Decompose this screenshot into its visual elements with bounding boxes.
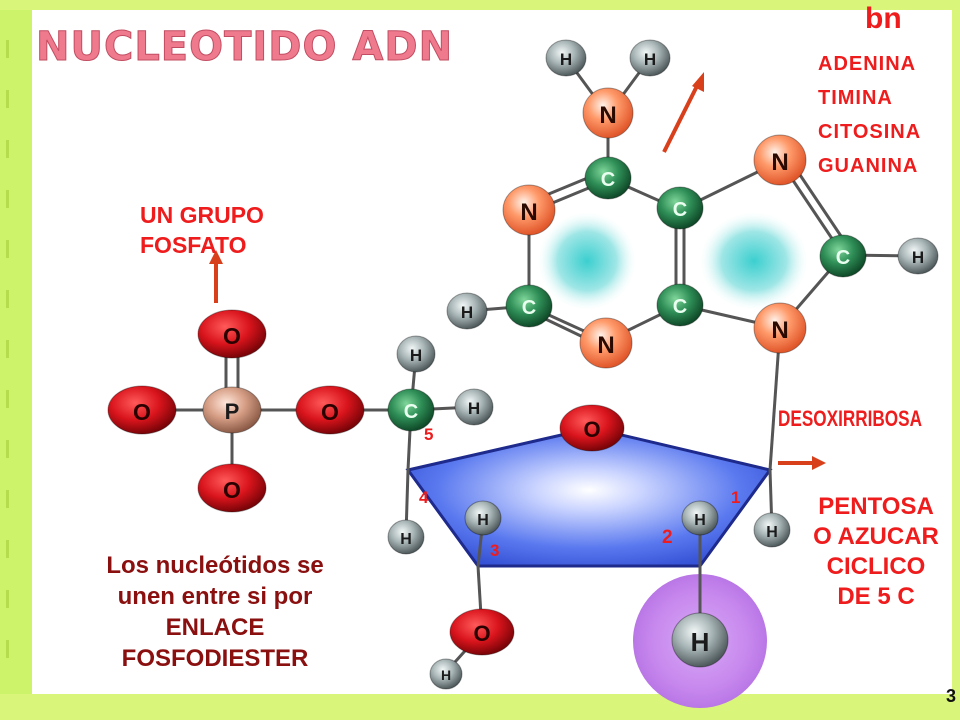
bond-note: Los nucleótidos se unen entre si por ENL… — [106, 552, 324, 672]
base-c-3-atom: C — [819, 234, 867, 278]
base-n-4-atom: N — [753, 302, 807, 354]
sugar-h-4-symbol: H — [400, 531, 412, 548]
sugar-h-5b-symbol: H — [468, 399, 480, 418]
phosphate-o-left-symbol: O — [133, 399, 151, 425]
sugar-h-hydroxyl-symbol: H — [441, 667, 451, 683]
phosphate-p-atom: P — [202, 386, 262, 434]
sugar-c-5-atom: C — [387, 388, 435, 432]
base-n-1-symbol: N — [520, 199, 537, 226]
sugar-o-ring-atom: O — [559, 404, 625, 452]
base-adenina: ADENINA — [818, 53, 917, 75]
atoms: H H N C N C N C H C H C N N O H H H H H O H C H H O P O O O — [107, 39, 939, 690]
base-c-2-atom: C — [656, 186, 704, 230]
sugar-h-5a-atom: H — [396, 335, 436, 373]
base-n-amino-symbol: N — [599, 102, 616, 129]
base-h-4-atom: H — [446, 292, 488, 330]
sugar-h-2-symbol: H — [694, 512, 706, 529]
base-n-1-atom: N — [502, 184, 556, 236]
page-number: 3 — [946, 686, 957, 706]
phosphate-o-bottom-symbol: O — [223, 477, 241, 503]
phosphate-label: UN GRUPO FOSFATO — [140, 202, 264, 258]
frame-top-border — [0, 0, 960, 10]
sugar-h-1-atom: H — [753, 512, 791, 548]
carbon-number-4: 4 — [419, 488, 429, 507]
base-c-1-symbol: C — [601, 169, 615, 191]
sugar-h-hydroxyl-atom: H — [429, 658, 463, 690]
pentose-ring — [405, 426, 773, 568]
phosphate-o-left-atom: O — [107, 385, 177, 435]
phosphate-o-bridge-atom: O — [295, 385, 365, 435]
base-c-3-symbol: C — [836, 247, 850, 269]
arrows — [209, 72, 826, 470]
frame-right-border — [952, 0, 960, 720]
bases-heading: bn — [865, 2, 902, 35]
sugar-h-2-bottom-symbol: H — [691, 627, 710, 657]
sugar-h-1-symbol: H — [766, 524, 778, 541]
base-c-2-symbol: C — [673, 199, 687, 221]
base-ring-glow-right — [700, 212, 808, 310]
sugar-h-4-atom: H — [387, 519, 425, 555]
phosphate-o-bridge-symbol: O — [321, 399, 339, 425]
sugar-h-3-symbol: H — [477, 512, 489, 529]
carbon-number-1: 1 — [731, 488, 741, 507]
base-h-2-symbol: H — [644, 50, 656, 69]
sugar-description: PENTOSA O AZUCAR CICLICO DE 5 C — [813, 493, 939, 610]
base-h-1-symbol: H — [560, 50, 572, 69]
phosphate-o-bottom-atom: O — [197, 463, 267, 513]
base-c-5-symbol: C — [673, 296, 687, 318]
phosphate-o-top-atom: O — [197, 309, 267, 359]
base-h-2-atom: H — [629, 39, 671, 77]
base-n-2-atom: N — [753, 134, 807, 186]
base-c-4-symbol: C — [522, 297, 536, 319]
base-timina: TIMINA — [818, 87, 893, 109]
sugar-c-5-symbol: C — [404, 401, 418, 423]
base-h-1-atom: H — [545, 39, 587, 77]
base-guanina: GUANINA — [818, 155, 919, 177]
carbon-number-3: 3 — [490, 541, 500, 560]
base-n-amino-atom: N — [582, 87, 634, 139]
sugar-o-hydroxyl-atom: O — [449, 608, 515, 656]
base-h-3-symbol: H — [912, 248, 924, 267]
sugar-o-ring-symbol: O — [583, 417, 600, 442]
base-citosina: CITOSINA — [818, 121, 922, 143]
frame-bottom-border — [0, 694, 960, 720]
sugar-o-hydroxyl-symbol: O — [473, 621, 490, 646]
base-n-4-symbol: N — [771, 317, 788, 344]
phosphate-o-top-symbol: O — [223, 323, 241, 349]
sugar-h-2-bottom-atom: H — [671, 612, 729, 668]
carbon-number-5: 5 — [424, 425, 434, 444]
base-n-2-symbol: N — [771, 149, 788, 176]
sugar-h-3-atom: H — [464, 500, 502, 536]
base-c-1-atom: C — [584, 156, 632, 200]
sugar-h-5a-symbol: H — [410, 346, 422, 365]
phosphate-p-symbol: P — [225, 399, 240, 424]
carbon-number-2: 2 — [662, 527, 673, 548]
base-n-3-atom: N — [579, 317, 633, 369]
base-c-4-atom: C — [505, 284, 553, 328]
frame-left-border — [0, 0, 32, 720]
sugar-h-2-atom: H — [681, 500, 719, 536]
base-h-3-atom: H — [897, 237, 939, 275]
sugar-h-5b-atom: H — [454, 388, 494, 426]
base-h-4-symbol: H — [461, 303, 473, 322]
slide-title: NUCLEOTIDO ADN — [35, 24, 454, 71]
base-ring-glow-left — [538, 212, 636, 310]
base-c-5-atom: C — [656, 283, 704, 327]
sugar-name: DESOXIRRIBOSA — [778, 406, 922, 431]
base-n-3-symbol: N — [597, 332, 614, 359]
